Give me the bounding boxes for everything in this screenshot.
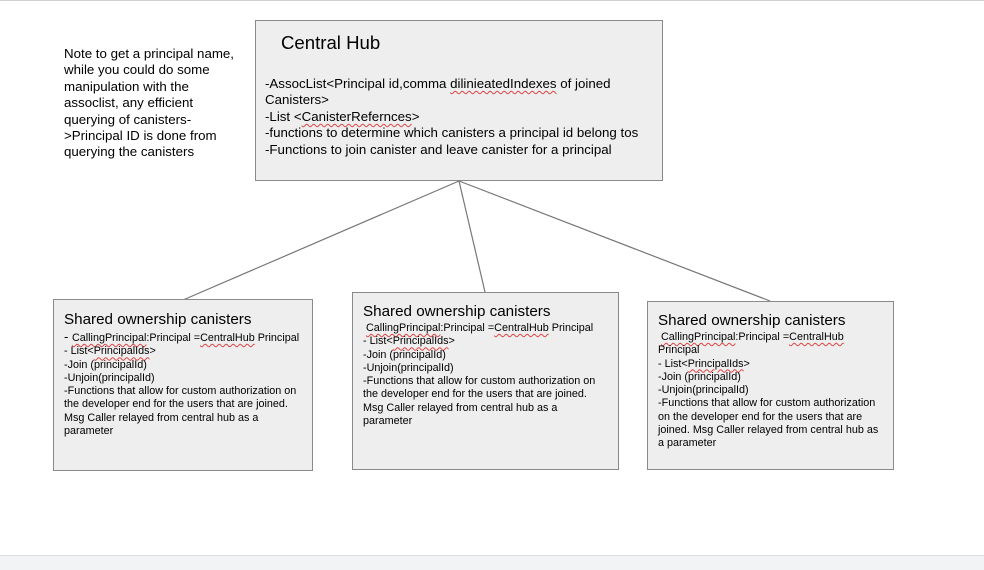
canister-caller-line: CallingPrincipal:Principal =CentralHub P…	[366, 322, 594, 334]
canister-title: Shared ownership canisters	[658, 312, 846, 329]
canvas-bottom-gutter	[0, 555, 984, 570]
canister-join-line: -Join (principalId)	[64, 358, 147, 371]
canister-list-line: - List<PrincipalIds>	[64, 345, 156, 358]
connector-hub-to-canister-2	[458, 180, 486, 293]
canister-functions-line: -Functions that allow for custom authori…	[363, 375, 596, 428]
central-hub-description: -AssocList<Principal id,comma dilinieate…	[265, 76, 660, 158]
canister-functions-line: -Functions that allow for custom authori…	[64, 385, 297, 438]
hub-line-functions-determine: -functions to determine which canisters …	[265, 125, 639, 141]
principal-lookup-note[interactable]: Note to get a principal name, while you …	[64, 46, 235, 160]
canister-title: Shared ownership canisters	[64, 311, 252, 328]
hub-line-functions-join: -Functions to join canister and leave ca…	[265, 141, 612, 157]
canister-functions-line: -Functions that allow for custom authori…	[658, 397, 879, 450]
canister-join-line: -Join (principalId)	[363, 348, 446, 361]
canister-unjoin-line: -Unjoin(principalId)	[64, 371, 155, 384]
canister-description: - CallingPrincipal:Principal =CentralHub…	[64, 330, 303, 438]
central-hub-title: Central Hub	[281, 32, 381, 53]
shared-canister-box-1[interactable]: Shared ownership canisters - CallingPrin…	[53, 299, 313, 471]
canister-description: CallingPrincipal:Principal =CentralHub P…	[363, 322, 609, 428]
hub-line-canisters: Canisters>	[265, 92, 329, 108]
canister-list-line: - List<PrincipalIds>	[658, 357, 750, 370]
shared-canister-box-2[interactable]: Shared ownership canisters CallingPrinci…	[352, 292, 619, 470]
connector-hub-to-canister-3	[458, 180, 771, 302]
canister-caller-line: CallingPrincipal:Principal =CentralHub P…	[658, 331, 844, 357]
hub-line-list: -List <CanisterRefernces>	[265, 108, 420, 124]
canister-caller-line: - CallingPrincipal:Principal =CentralHub…	[64, 329, 300, 344]
canister-description: CallingPrincipal:Principal =CentralHub P…	[658, 331, 884, 451]
canvas-top-border	[0, 0, 984, 1]
connector-hub-to-canister-1	[182, 180, 460, 301]
canister-unjoin-line: -Unjoin(principalId)	[363, 361, 454, 374]
canister-join-line: -Join (principalId)	[658, 370, 741, 383]
shared-canister-box-3[interactable]: Shared ownership canisters CallingPrinci…	[647, 301, 894, 470]
canister-list-line: - List<PrincipalIds>	[363, 335, 455, 348]
canister-unjoin-line: -Unjoin(principalId)	[658, 384, 749, 397]
central-hub-box[interactable]: Central Hub -AssocList<Principal id,comm…	[255, 20, 663, 181]
hub-line-assoclist: -AssocList<Principal id,comma dilinieate…	[265, 76, 611, 91]
canister-title: Shared ownership canisters	[363, 303, 551, 320]
